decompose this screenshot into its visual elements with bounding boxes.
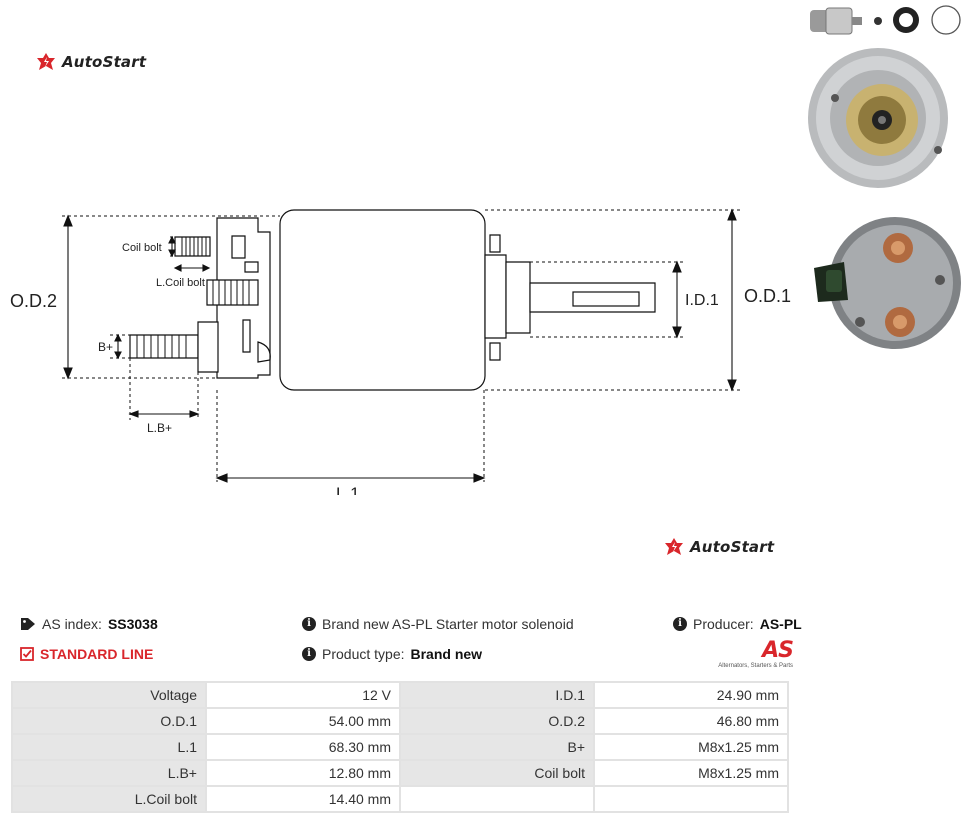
coil-bolt (174, 236, 211, 257)
product-photos (808, 5, 961, 349)
description: i Brand new AS-PL Starter motor solenoid (302, 616, 574, 632)
producer: i Producer: AS-PL (673, 616, 802, 632)
as-index-label: AS index: (42, 616, 102, 632)
label-od2: O.D.2 (10, 291, 57, 311)
spec-label: L.1 (11, 733, 207, 761)
spec-label: Coil bolt (399, 759, 595, 787)
spec-value: 24.90 mm (593, 681, 789, 709)
producer-value: AS-PL (759, 616, 802, 632)
spec-label: L.B+ (11, 759, 207, 787)
spec-value: 46.80 mm (593, 707, 789, 735)
spec-label: O.D.1 (11, 707, 207, 735)
tag-icon (21, 618, 35, 630)
table-row: Voltage 12 V I.D.1 24.90 mm (11, 681, 789, 709)
spec-label: Voltage (11, 681, 207, 709)
spec-label: L.Coil bolt (11, 785, 207, 813)
table-row: L.B+ 12.80 mm Coil bolt M8x1.25 mm (11, 759, 789, 787)
spec-label: O.D.2 (399, 707, 595, 735)
spec-label: I.D.1 (399, 681, 595, 709)
product-type-value: Brand new (410, 646, 483, 662)
table-row: L.Coil bolt 14.40 mm (11, 785, 789, 813)
description-text: Brand new AS-PL Starter motor solenoid (322, 616, 574, 632)
product-type: i Product type: Brand new (302, 646, 482, 662)
label-od1: O.D.1 (744, 286, 791, 306)
label-id1: I.D.1 (685, 292, 719, 309)
as-index-value: SS3038 (107, 616, 158, 632)
autostart-logo-icon (665, 538, 683, 555)
spec-value: 12.80 mm (205, 759, 401, 787)
label-l1: L.1 (336, 484, 360, 495)
producer-logo-text: AS (762, 638, 794, 663)
autostart-logo: AutoStart (36, 52, 146, 72)
spec-empty-cell (593, 785, 789, 813)
table-row: O.D.1 54.00 mm O.D.2 46.80 mm (11, 707, 789, 735)
producer-logo: AS Alternators, Starters & Parts (715, 638, 794, 670)
spec-value: M8x1.25 mm (593, 733, 789, 761)
specs-table: Voltage 12 V I.D.1 24.90 mm O.D.1 54.00 … (11, 681, 789, 813)
b-plus-bolt (129, 334, 199, 359)
label-coil-bolt: Coil bolt (122, 242, 162, 254)
logo-text: AutoStart (690, 538, 775, 556)
photo-rear-view (808, 48, 948, 188)
autostart-logo-secondary: AutoStart (664, 537, 774, 557)
solenoid-body (279, 209, 486, 391)
label-b-plus: B+ (98, 340, 113, 354)
check-square-icon (20, 647, 34, 661)
info-icon: i (302, 647, 316, 661)
standard-line: STANDARD LINE (20, 646, 153, 662)
spec-value: 54.00 mm (205, 707, 401, 735)
standard-line-label: STANDARD LINE (40, 646, 154, 662)
spec-value: M8x1.25 mm (593, 759, 789, 787)
autostart-logo-icon (37, 53, 55, 70)
producer-label: Producer: (693, 616, 754, 632)
spec-value: 68.30 mm (205, 733, 401, 761)
spec-empty-cell (399, 785, 595, 813)
thumbnail-solenoid (810, 7, 862, 35)
spec-value: 12 V (205, 681, 401, 709)
plunger (529, 282, 656, 313)
spec-value: 14.40 mm (205, 785, 401, 813)
info-icon: i (673, 617, 687, 631)
producer-tagline: Alternators, Starters & Parts (718, 663, 793, 669)
logo-text: AutoStart (62, 53, 147, 71)
label-lb: L.B+ (147, 421, 172, 435)
as-index: AS index: SS3038 (20, 616, 158, 632)
technical-drawing: O.D.2 O.D.1 I.D.1 L.1 L.B+ B+ Coil bolt … (10, 208, 791, 495)
product-type-label: Product type: (322, 646, 405, 662)
thumbnail-seal (874, 5, 961, 35)
label-l-coil-bolt: L.Coil bolt (156, 277, 205, 289)
spec-label: B+ (399, 733, 595, 761)
photo-front-view (814, 217, 961, 349)
table-row: L.1 68.30 mm B+ M8x1.25 mm (11, 733, 789, 761)
info-icon: i (302, 617, 316, 631)
